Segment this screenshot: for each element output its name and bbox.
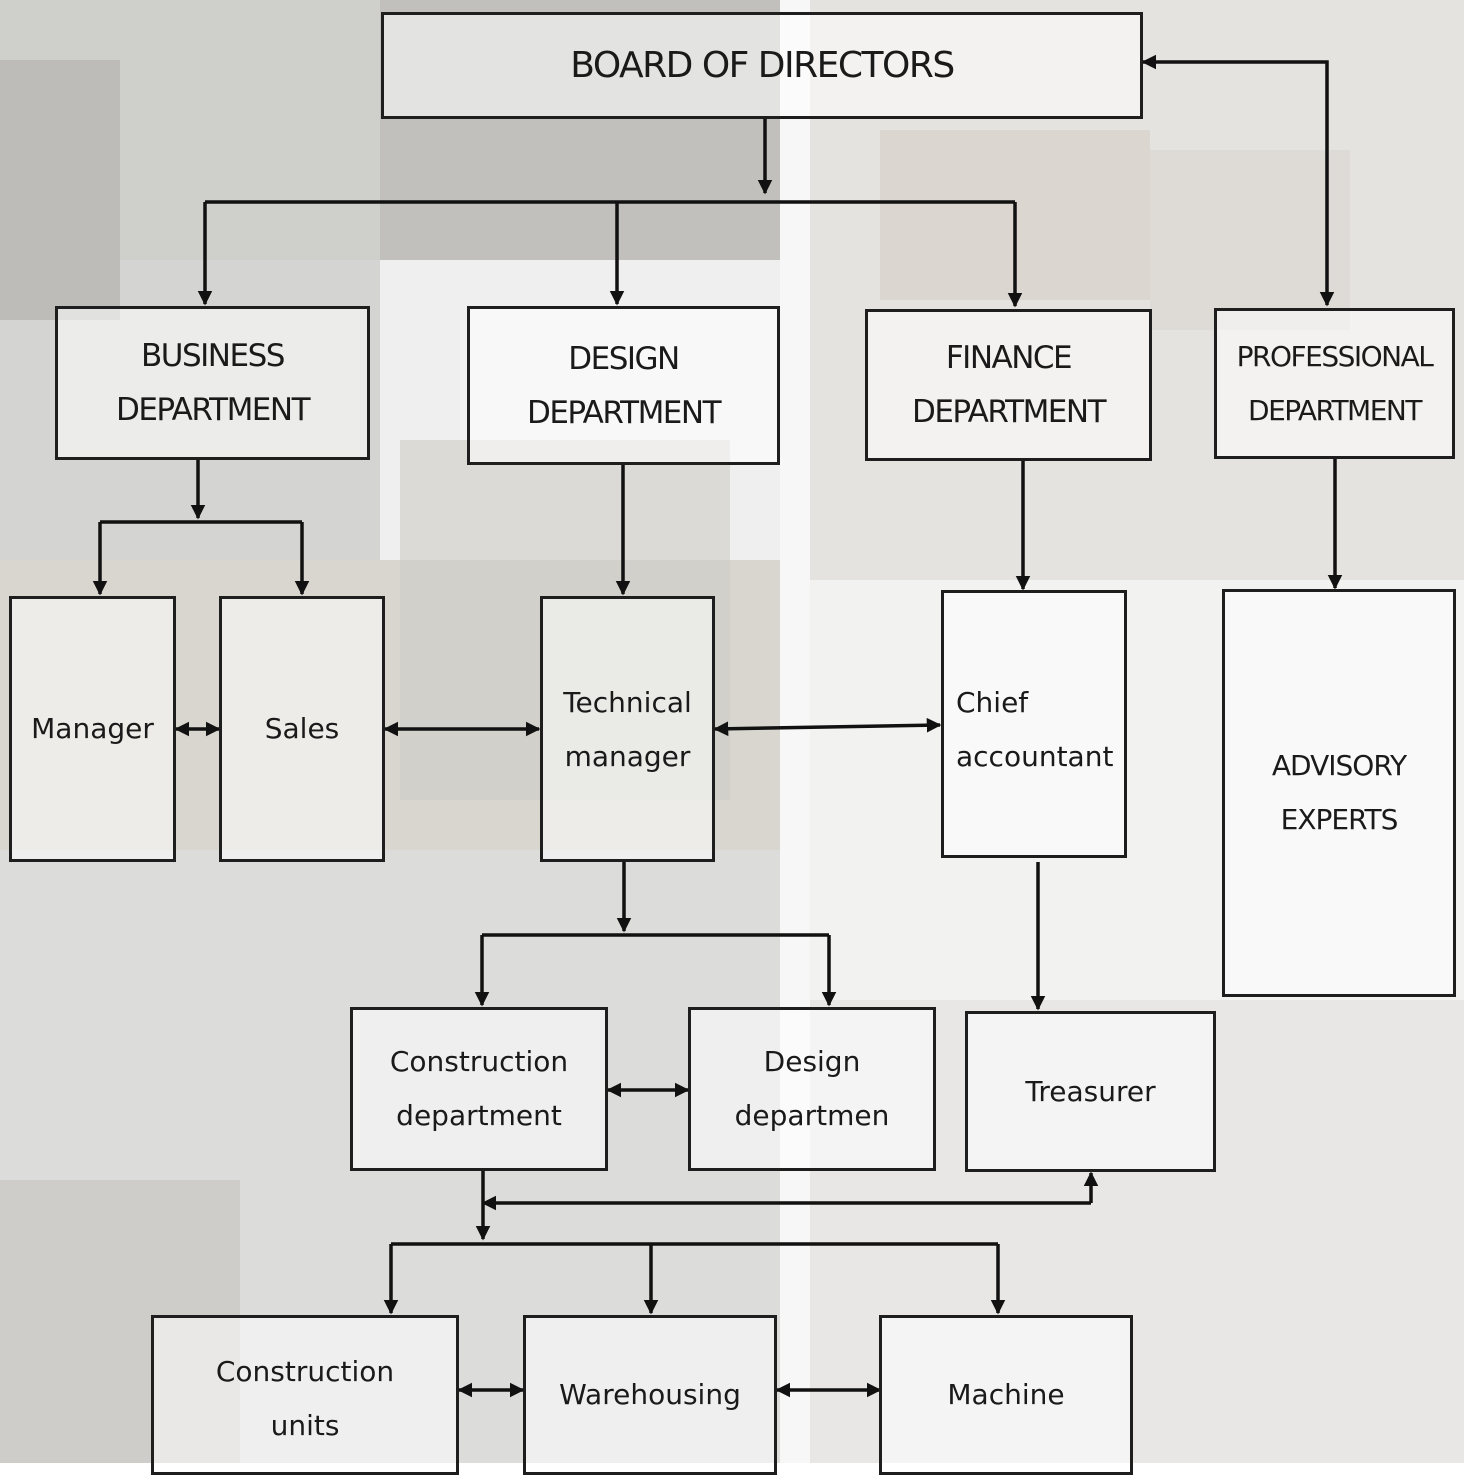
construction-department-box: Construction department [350, 1007, 608, 1171]
finance-department-label-line1: FINANCE [945, 340, 1073, 376]
construction-units-box: Construction units [151, 1315, 459, 1475]
chief-accountant-label-line1: Chief [956, 686, 1029, 719]
warehousing-label: Warehousing [559, 1378, 741, 1411]
professional-department-label-line2: DEPARTMENT [1248, 393, 1422, 427]
technical-manager-label-line2: manager [564, 740, 691, 773]
manager-box: Manager [9, 596, 176, 862]
machine-label: Machine [947, 1378, 1065, 1411]
design-departmen-label-line2: departmen [734, 1099, 890, 1132]
professional-department-label-line1: PROFESSIONAL [1236, 339, 1434, 373]
warehousing-box: Warehousing [523, 1315, 777, 1475]
advisory-experts-box: ADVISORY EXPERTS [1222, 589, 1456, 997]
technical-manager-box: Technical manager [540, 596, 715, 862]
construction-units-label-line1: Construction [215, 1355, 395, 1388]
business-department-box: BUSINESS DEPARTMENT [55, 306, 370, 460]
design-department-label-line2: DEPARTMENT [526, 394, 722, 431]
business-department-label-line2: DEPARTMENT [115, 392, 311, 428]
design-department-label-line1: DESIGN [568, 340, 680, 377]
machine-box: Machine [879, 1315, 1133, 1475]
chief-accountant-box: Chief accountant [941, 590, 1127, 858]
chief-accountant-label-line2: accountant [956, 740, 1114, 773]
board-of-directors-label: BOARD OF DIRECTORS [570, 44, 955, 86]
construction-department-label-line2: department [396, 1099, 562, 1132]
sales-box: Sales [219, 596, 385, 862]
construction-department-label-line1: Construction [389, 1045, 569, 1078]
finance-department-label-line2: DEPARTMENT [911, 394, 1107, 430]
treasurer-box: Treasurer [965, 1011, 1216, 1172]
construction-units-label-line2: units [270, 1409, 340, 1442]
advisory-experts-label-line2: EXPERTS [1280, 803, 1399, 836]
design-department-box: DESIGN DEPARTMENT [467, 306, 780, 465]
finance-department-box: FINANCE DEPARTMENT [865, 309, 1152, 461]
treasurer-label: Treasurer [1025, 1074, 1156, 1108]
design-departmen-label-line1: Design [763, 1045, 861, 1078]
technical-manager-label-line1: Technical [563, 686, 692, 719]
manager-label: Manager [31, 712, 154, 745]
professional-department-box: PROFESSIONAL DEPARTMENT [1214, 308, 1455, 459]
design-departmen-box: Design departmen [688, 1007, 936, 1171]
business-department-label-line1: BUSINESS [141, 338, 285, 374]
sales-label: Sales [264, 712, 340, 745]
board-of-directors-box: BOARD OF DIRECTORS [381, 12, 1143, 119]
advisory-experts-label-line1: ADVISORY [1271, 749, 1407, 782]
